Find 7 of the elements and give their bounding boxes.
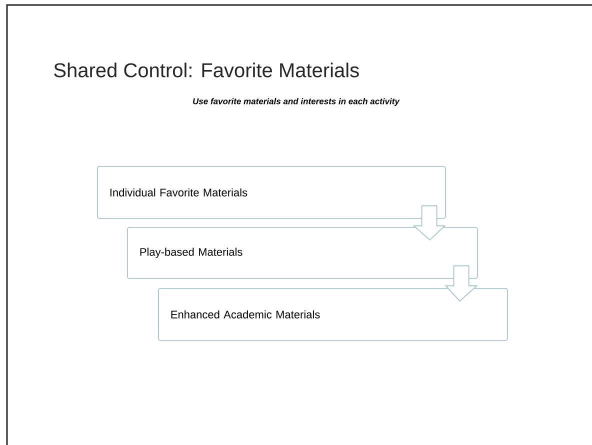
process-box: Enhanced Academic Materials — [158, 288, 508, 341]
process-box: Individual Favorite Materials — [97, 166, 446, 219]
slide-title: Shared Control: Favorite Materials — [54, 62, 359, 78]
subtitle: Use favorite materials and interests in each activity — [193, 98, 400, 106]
block-arrow — [444, 265, 478, 302]
process-box: Play-based Materials — [127, 227, 478, 279]
block-arrow — [412, 205, 446, 241]
